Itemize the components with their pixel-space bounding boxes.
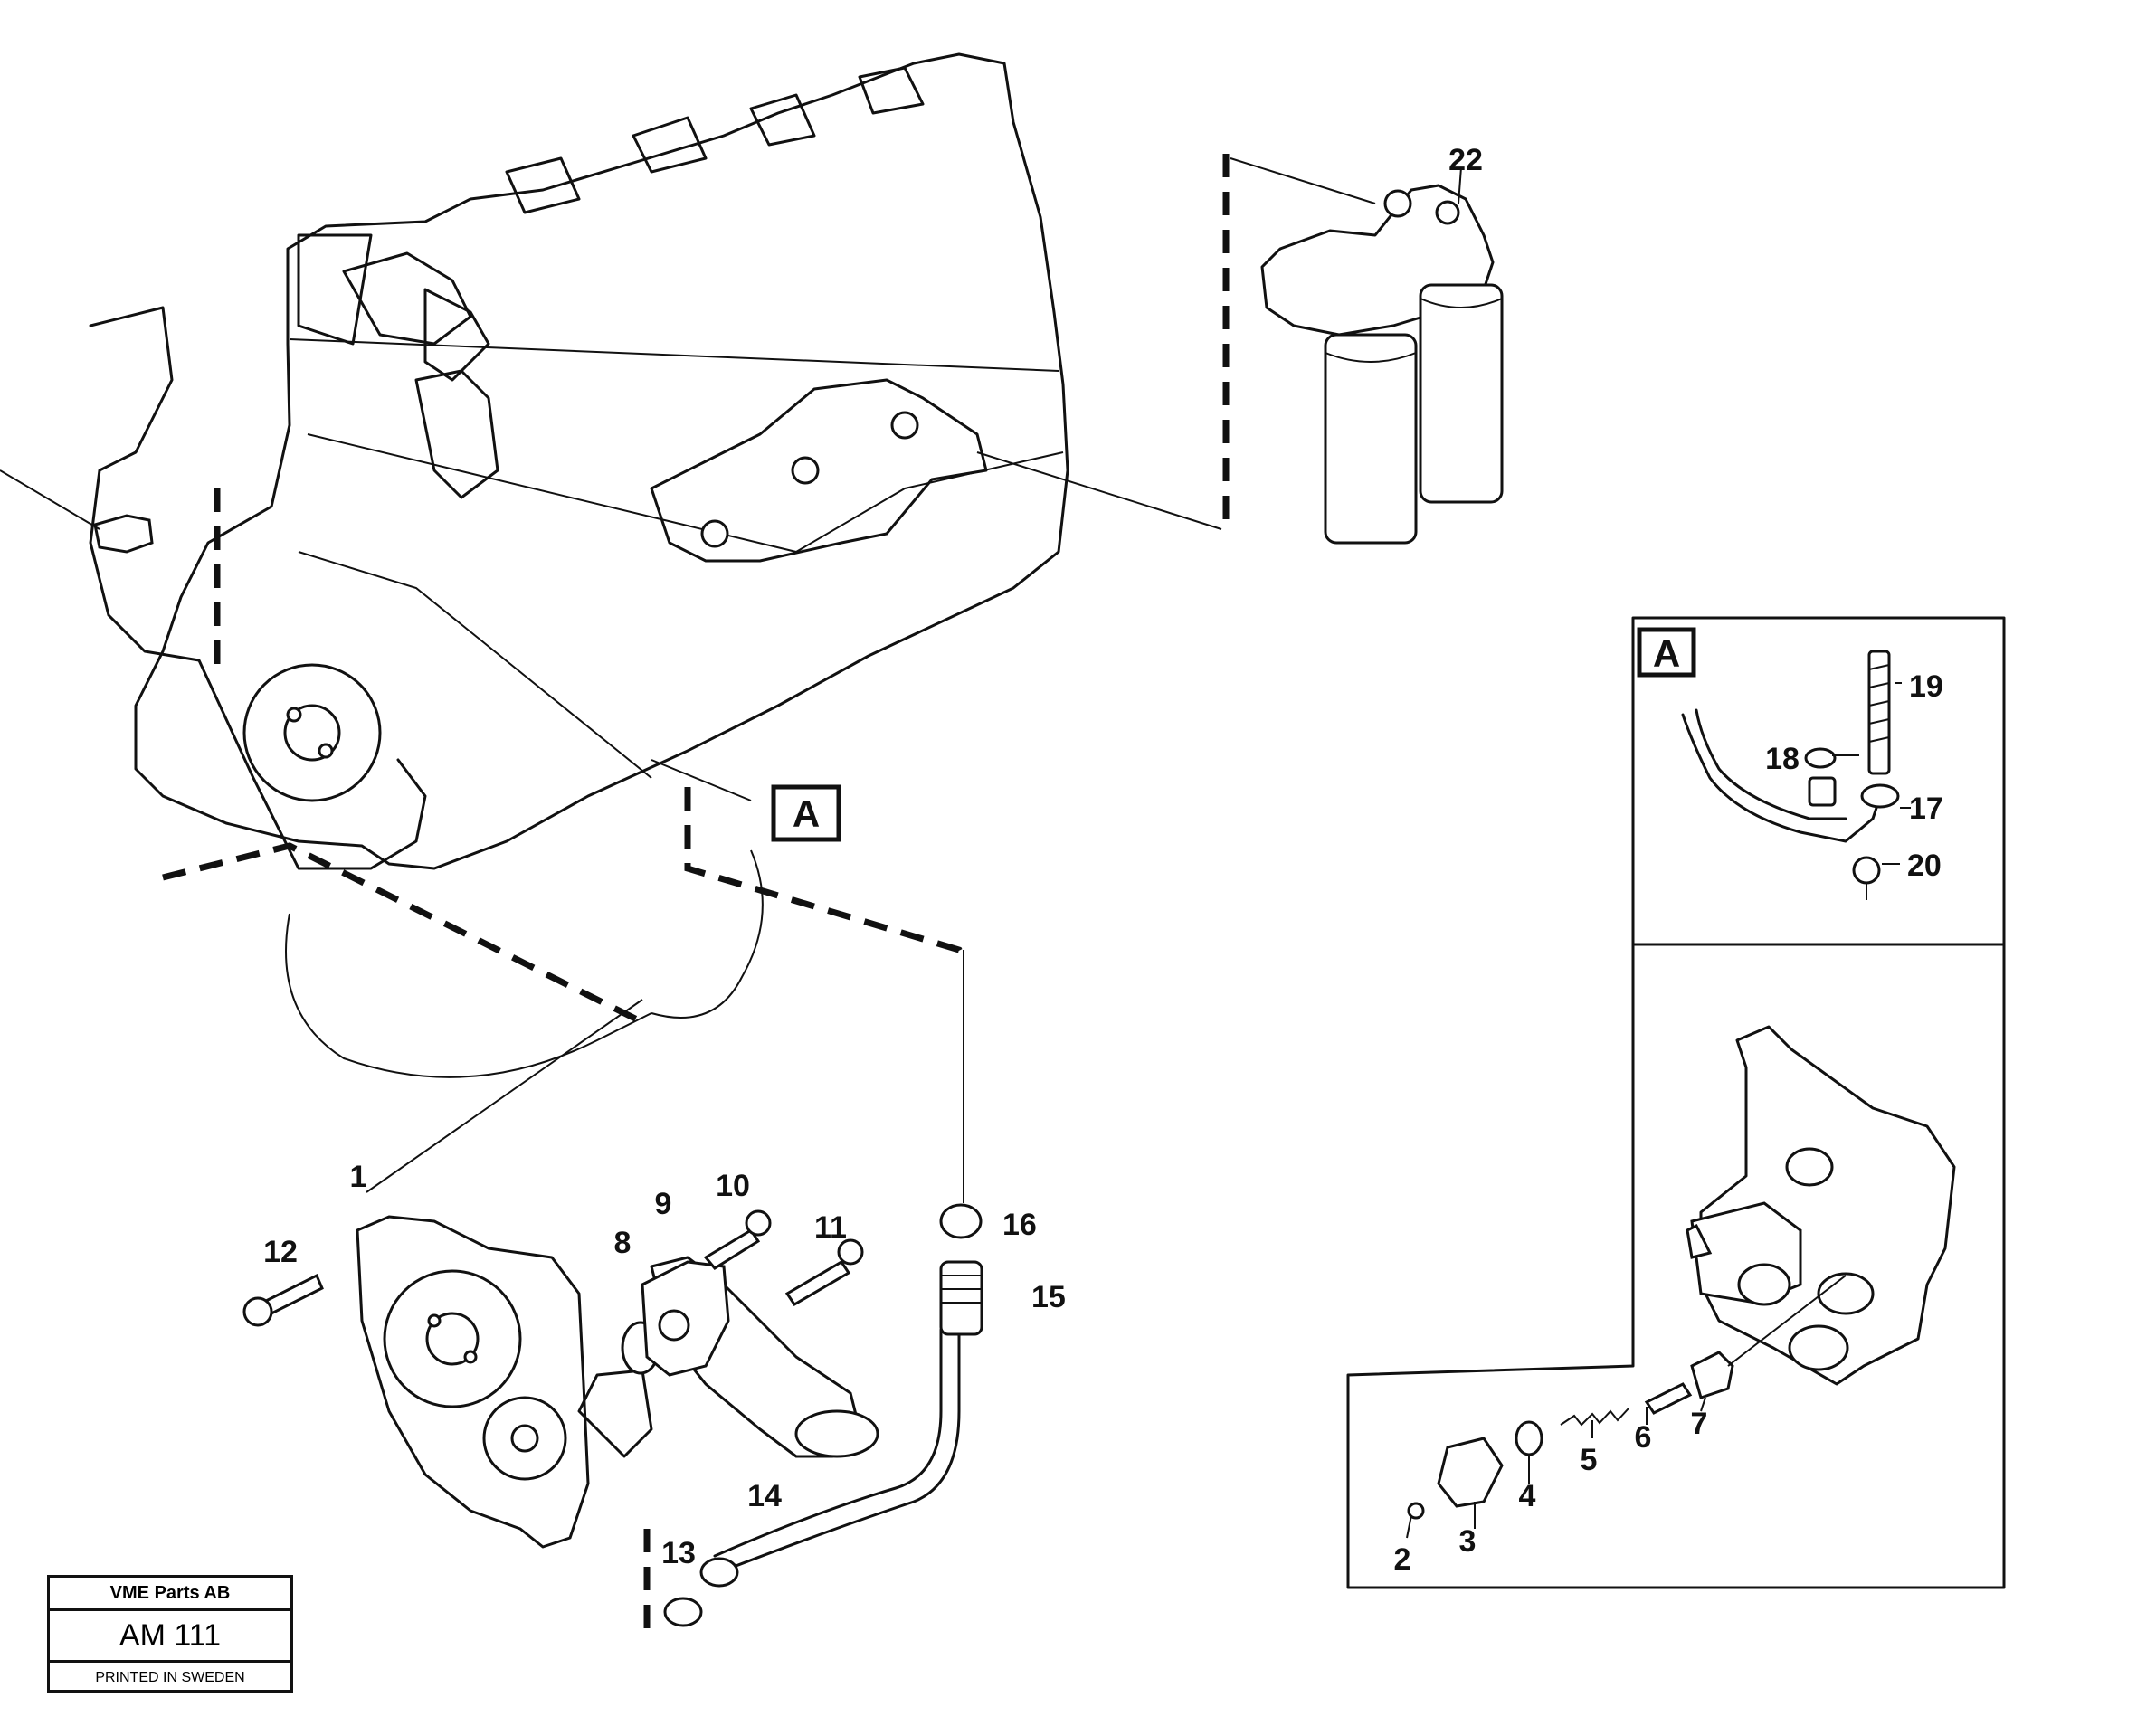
- callout-2: 2: [1394, 1542, 1411, 1577]
- title-block-printed: PRINTED IN SWEDEN: [95, 1670, 245, 1685]
- callout-16: 16: [1002, 1208, 1037, 1242]
- callout-1: 1: [350, 1160, 367, 1194]
- inset-label: A: [1653, 632, 1680, 675]
- oil-filter-assembly: [1260, 184, 1504, 545]
- callout-12: 12: [263, 1235, 298, 1269]
- callout-5: 5: [1581, 1443, 1598, 1477]
- callout-15: 15: [1031, 1280, 1066, 1314]
- title-block-company: VME Parts AB: [50, 1578, 290, 1611]
- pump-housing-detail: [1406, 1025, 1956, 1539]
- callout-3: 3: [1459, 1524, 1477, 1559]
- callout-4: 4: [1519, 1479, 1536, 1513]
- callout-17: 17: [1909, 792, 1943, 826]
- title-block: VME Parts AB AM 111 PRINTED IN SWEDEN: [47, 1575, 293, 1693]
- title-block-code: AM 111: [50, 1611, 290, 1663]
- callout-6: 6: [1635, 1420, 1652, 1455]
- oil-pump-assembly: [242, 1203, 983, 1627]
- callout-11: 11: [814, 1210, 847, 1245]
- callout-18: 18: [1765, 742, 1800, 776]
- callout-20: 20: [1907, 849, 1942, 883]
- detail-reference-a: A: [771, 784, 841, 842]
- callout-14: 14: [747, 1479, 782, 1513]
- callout-22: 22: [1448, 143, 1483, 177]
- callout-10: 10: [716, 1169, 750, 1203]
- callout-8: 8: [614, 1226, 632, 1260]
- dashed-boundaries: [162, 154, 1230, 1628]
- callout-7: 7: [1691, 1407, 1708, 1441]
- callout-labels: 1 2 3 4 5 6 7 8 9 10 11 12 13 14 15 16 1…: [263, 143, 1943, 1577]
- callout-13: 13: [661, 1536, 696, 1570]
- leader-lines: [0, 157, 1462, 1203]
- callout-9: 9: [655, 1187, 672, 1221]
- detail-ref-label: A: [793, 792, 820, 835]
- callout-19: 19: [1909, 669, 1943, 704]
- engine-block: [89, 52, 1069, 1078]
- inset-detail-a: A: [1346, 616, 2006, 1589]
